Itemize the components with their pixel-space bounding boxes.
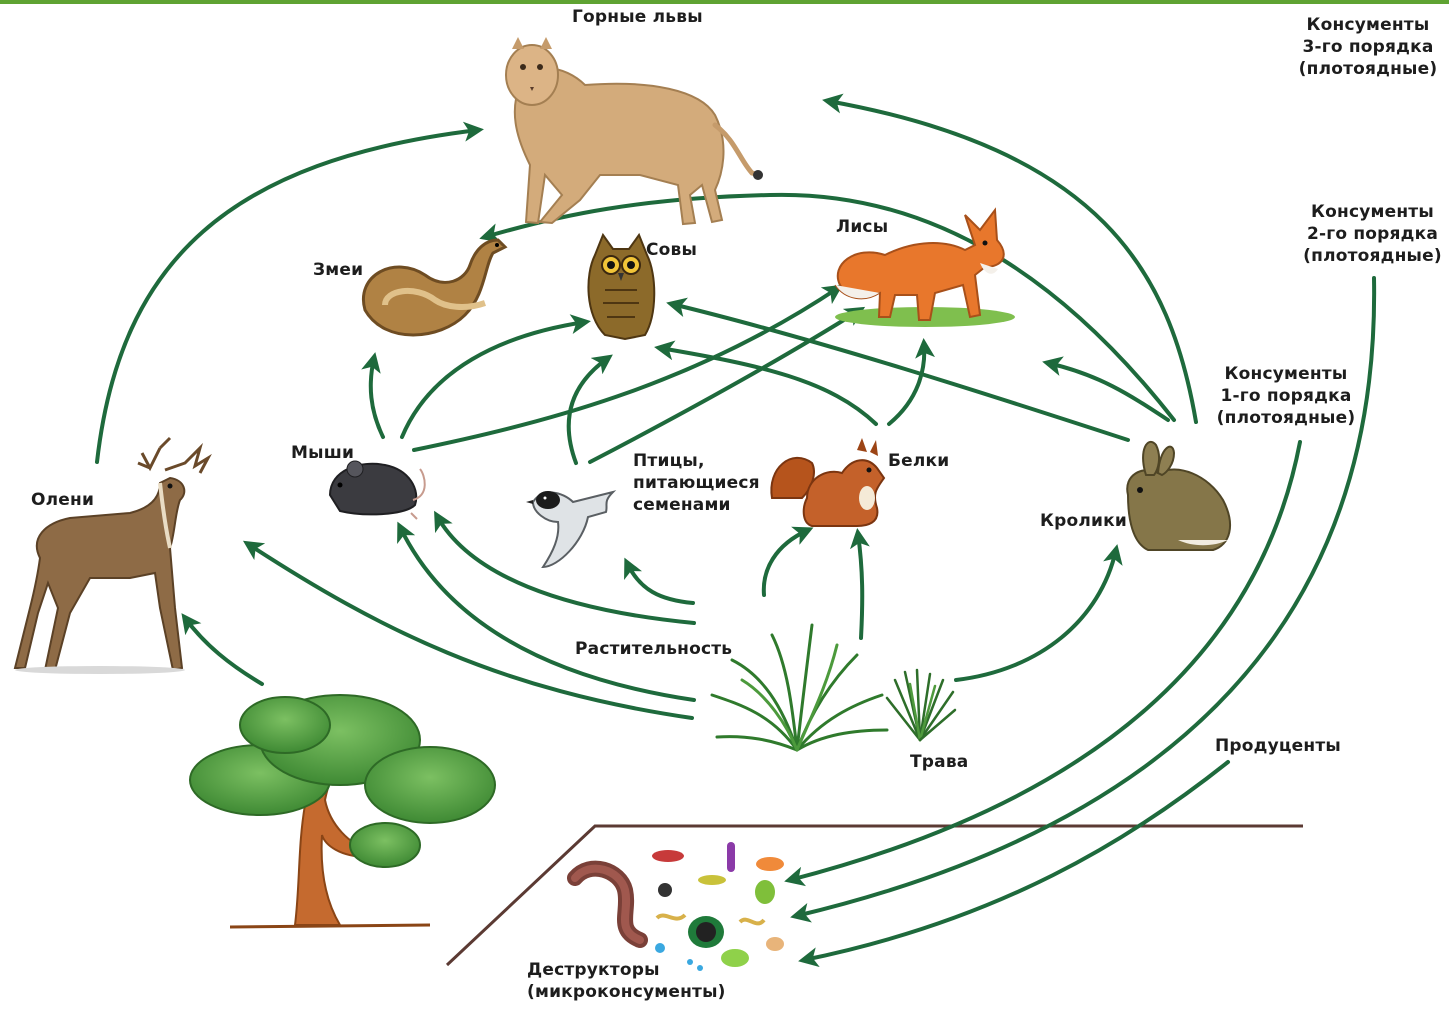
label-squirrels: Белки: [888, 450, 949, 472]
level-primary-consumers: Консументы 1-го порядка (плотоядные): [1206, 363, 1366, 429]
arrow-vegetation-to-squirrels-2: [858, 534, 862, 638]
label-mountain-lions: Горные львы: [572, 6, 703, 28]
label-owls: Совы: [646, 239, 697, 261]
level-primary-line-2: 1-го порядка: [1206, 385, 1366, 407]
label-decomposers-line-1: Деструкторы: [527, 959, 747, 981]
level-secondary-line-1: Консументы: [1296, 201, 1449, 223]
level-tertiary-consumers: Консументы 3-го порядка (плотоядные): [1288, 14, 1448, 80]
level-primary-line-1: Консументы: [1206, 363, 1366, 385]
owl-icon: [588, 235, 654, 339]
level-tertiary-line-1: Консументы: [1288, 14, 1448, 36]
microbes-icon: [652, 842, 784, 971]
level-primary-line-3: (плотоядные): [1206, 407, 1366, 429]
shrub-icon: [712, 625, 887, 750]
arrow-grass-to-rabbits: [956, 550, 1116, 680]
arrow-mice-to-snakes: [371, 358, 383, 437]
label-foxes: Лисы: [836, 216, 888, 238]
label-mice: Мыши: [291, 442, 354, 464]
arrow-tree-to-deer: [185, 618, 262, 684]
arrow-squirrels-to-owls: [660, 348, 876, 424]
arrow-squirrels-to-foxes: [889, 344, 924, 424]
snake-icon: [363, 240, 505, 335]
label-seed-birds-line-3: семенами: [633, 494, 773, 516]
bird-icon: [526, 491, 613, 567]
label-snakes: Змеи: [313, 259, 363, 281]
tree-icon: [190, 695, 495, 927]
level-secondary-consumers: Консументы 2-го порядка (плотоядные): [1296, 201, 1449, 267]
label-seed-birds-line-1: Птицы,: [633, 450, 773, 472]
arrow-producers-to-decomposers: [804, 762, 1228, 960]
squirrel-icon: [771, 438, 884, 526]
level-tertiary-line-2: 3-го порядка: [1288, 36, 1448, 58]
level-producers: Продуценты: [1215, 735, 1341, 757]
level-tertiary-line-3: (плотоядные): [1288, 58, 1448, 80]
arrow-vegetation2-to-mice: [400, 527, 694, 700]
rabbit-icon: [1127, 442, 1230, 550]
label-seed-birds-line-2: питающиеся: [633, 472, 773, 494]
grass-icon: [887, 670, 955, 740]
level-secondary-line-2: 2-го порядка: [1296, 223, 1449, 245]
deer-icon: [15, 438, 208, 674]
label-decomposers: Деструкторы (микроконсументы): [527, 959, 747, 1003]
worm-icon: [575, 869, 640, 940]
mouse-icon: [330, 461, 425, 519]
label-vegetation: Растительность: [575, 638, 732, 660]
arrow-rabbits-to-snakes: [485, 195, 1174, 420]
label-rabbits: Кролики: [1040, 510, 1127, 532]
label-grass: Трава: [910, 751, 968, 773]
arrow-vegetation-to-birds: [627, 563, 693, 603]
arrow-vegetation-to-deer: [248, 544, 692, 718]
arrow-vegetation-to-squirrels: [764, 530, 808, 595]
label-seed-birds: Птицы, питающиеся семенами: [633, 450, 773, 516]
label-decomposers-line-2: (микроконсументы): [527, 981, 747, 1003]
level-secondary-line-3: (плотоядные): [1296, 245, 1449, 267]
arrow-mice-to-owls: [402, 322, 585, 437]
label-deer: Олени: [31, 489, 94, 511]
